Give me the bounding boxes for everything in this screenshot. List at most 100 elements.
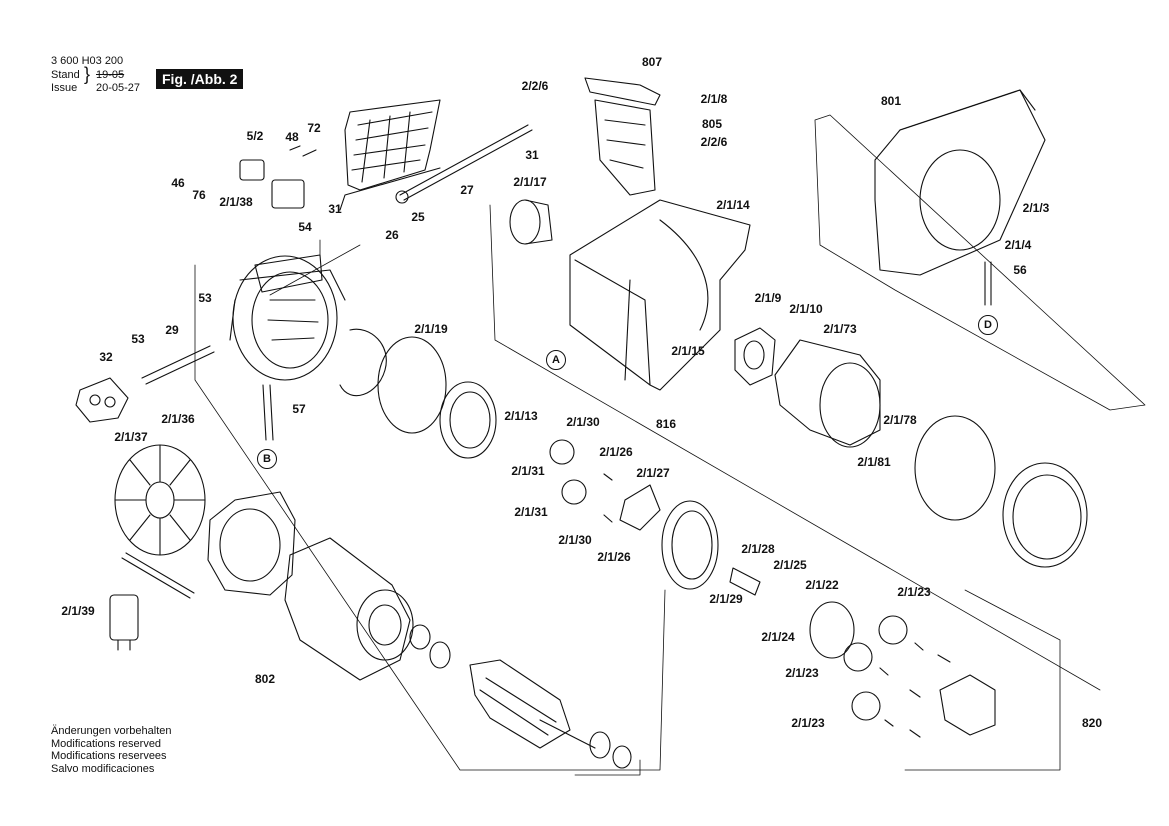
small-pin-part — [603, 473, 951, 738]
ring-part — [339, 328, 497, 459]
callout: 2/1/31 — [514, 505, 548, 519]
callout: 2/1/26 — [599, 445, 633, 459]
callout: 2/1/27 — [636, 466, 670, 480]
callout: 2/1/36 — [161, 412, 195, 426]
gear-housing-part — [774, 339, 881, 448]
footer-line: Salvo modificaciones — [51, 762, 155, 775]
callout: 2/1/28 — [741, 542, 775, 556]
callout: 2/1/13 — [504, 409, 538, 423]
armature-part — [469, 659, 596, 749]
callout: 2/1/8 — [700, 92, 728, 106]
new-date: 20-05-27 — [96, 82, 141, 94]
callout: 32 — [99, 350, 113, 364]
callout: 46 — [171, 176, 185, 190]
callout: 2/1/23 — [897, 585, 931, 599]
callout: 2/1/39 — [61, 604, 95, 618]
gearbox-housing-part — [569, 199, 751, 391]
callout: 2/1/3 — [1022, 201, 1050, 215]
callout: 2/1/81 — [857, 455, 891, 469]
issue-label: Issue — [51, 82, 78, 94]
callout: 56 — [1013, 263, 1027, 277]
callout: 53 — [198, 291, 212, 305]
callout: 2/2/6 — [521, 79, 549, 93]
footer-notes: Änderungen vorbehalten Modifications res… — [51, 725, 171, 775]
callout: 802 — [254, 672, 276, 686]
rod-part — [395, 124, 533, 204]
callout: 801 — [880, 94, 902, 108]
knob-part — [75, 377, 129, 423]
pin-part — [984, 261, 992, 306]
callout: 2/1/26 — [597, 550, 631, 564]
callout: 2/1/9 — [754, 291, 782, 305]
stator-part — [284, 537, 414, 681]
footer-line: Modifications reservees — [51, 750, 167, 762]
callout: 29 — [165, 323, 179, 337]
callout: 2/1/17 — [513, 175, 547, 189]
side-cover-part — [874, 89, 1046, 276]
ring-part — [914, 415, 1088, 568]
ref-marker-d: D — [978, 315, 998, 335]
long-screw-part — [121, 552, 195, 599]
callout: 816 — [655, 417, 677, 431]
cap-part — [509, 199, 553, 245]
callout: 2/1/4 — [1004, 238, 1032, 252]
callout: 2/1/23 — [785, 666, 819, 680]
pin-part — [262, 384, 274, 441]
motor-housing-part — [229, 254, 346, 381]
ring-gear-part — [661, 500, 719, 590]
bracket-part — [584, 77, 661, 196]
callout: 57 — [292, 402, 306, 416]
stand-label: Stand — [51, 69, 80, 81]
callout: 2/1/37 — [114, 430, 148, 444]
callout: 72 — [307, 121, 321, 135]
callout: 31 — [328, 202, 342, 216]
old-date: 19-05 — [96, 69, 125, 81]
blade-guard-part — [339, 99, 441, 211]
callout: 2/1/29 — [709, 592, 743, 606]
callout: 820 — [1081, 716, 1103, 730]
callout: 54 — [298, 220, 312, 234]
pinion-part — [729, 567, 761, 596]
disc-part — [809, 601, 855, 659]
callout: 807 — [641, 55, 663, 69]
brace-glyph: } — [84, 64, 91, 84]
callout: 2/1/30 — [566, 415, 600, 429]
ref-marker-b: B — [257, 449, 277, 469]
callout: 48 — [285, 130, 299, 144]
callout: 2/1/73 — [823, 322, 857, 336]
callout: 2/1/22 — [805, 578, 839, 592]
fan-part — [114, 444, 206, 556]
ref-marker-a: A — [546, 350, 566, 370]
callout: 25 — [411, 210, 425, 224]
callout: 5/2 — [246, 129, 264, 143]
callout: 31 — [525, 148, 539, 162]
callout: 53 — [131, 332, 145, 346]
callout: 2/1/10 — [789, 302, 823, 316]
callout: 2/1/19 — [414, 322, 448, 336]
callout: 2/1/78 — [883, 413, 917, 427]
gasket-part — [734, 327, 776, 386]
carrier-part — [619, 484, 661, 531]
callout: 2/1/15 — [671, 344, 705, 358]
figure-label: Fig. /Abb. 2 — [156, 69, 244, 89]
end-shield-part — [207, 491, 296, 596]
callout: 76 — [192, 188, 206, 202]
capacitor-part — [109, 594, 139, 651]
callout: 27 — [460, 183, 474, 197]
bearing-part — [409, 624, 632, 769]
callout: 2/1/25 — [773, 558, 807, 572]
leader-lines — [194, 114, 1146, 776]
callout: 2/1/30 — [558, 533, 592, 547]
callout: 26 — [385, 228, 399, 242]
callout: 2/1/23 — [791, 716, 825, 730]
gear-part — [549, 439, 908, 721]
switch-part — [239, 145, 317, 209]
callout: 2/1/31 — [511, 464, 545, 478]
callout: 2/1/38 — [219, 195, 253, 209]
flange-part — [939, 674, 996, 736]
part-number: 3 600 H03 200 — [51, 55, 124, 67]
footer-line: Modifications reserved — [51, 737, 162, 750]
callout: 2/2/6 — [700, 135, 728, 149]
callout: 2/1/14 — [716, 198, 750, 212]
